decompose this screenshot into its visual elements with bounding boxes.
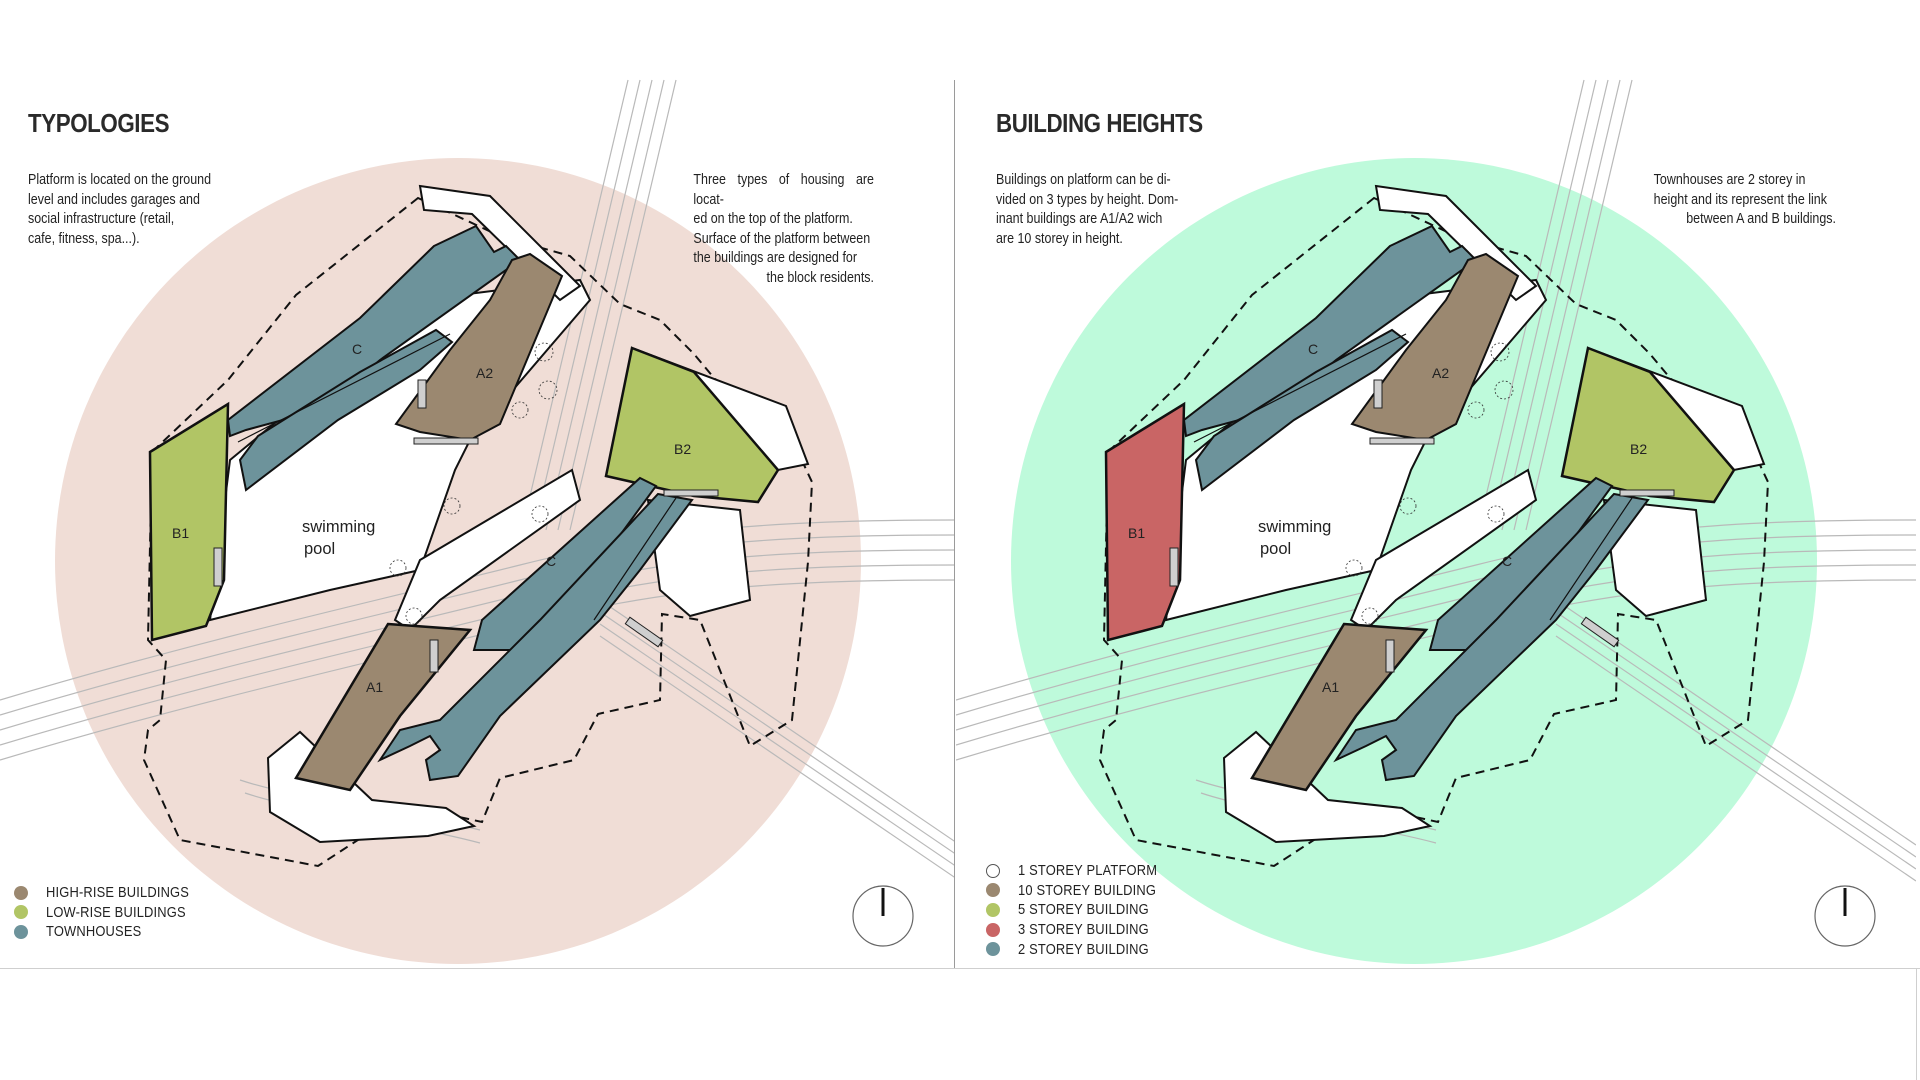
platform-outline — [142, 196, 814, 868]
legend-swatch — [14, 905, 28, 920]
note-line: vided on 3 types by height. Dom- — [996, 191, 1179, 208]
note-line: Buildings on platform can be di- — [996, 172, 1171, 188]
right-edge-rule — [1916, 968, 1917, 1080]
building-b2 — [1560, 346, 1736, 504]
legend-label: 5 STOREY BUILDING — [1018, 901, 1149, 919]
legend-label: 3 STOREY BUILDING — [1018, 921, 1149, 939]
note-left: Platform is located on the ground level … — [28, 171, 231, 249]
panel-title: TYPOLOGIES — [28, 108, 170, 138]
north-arrow-icon — [852, 885, 914, 947]
building-a1 — [1250, 622, 1429, 792]
legend-label: TOWNHOUSES — [46, 923, 142, 941]
legend: 1 STOREY PLATFORM 10 STOREY BUILDING 5 S… — [986, 861, 1180, 959]
building-a1 — [294, 622, 473, 792]
building-a2 — [394, 252, 564, 442]
note-line: Townhouses are 2 storey in — [1653, 172, 1806, 188]
legend-swatch — [986, 922, 1000, 937]
legend-swatch — [986, 942, 1000, 957]
note-right: Three types of housing are locat- ed on … — [693, 171, 874, 288]
legend-swatch — [986, 883, 1000, 898]
legend-item-low-rise: LOW-RISE BUILDINGS — [14, 903, 212, 923]
stair-cores — [1169, 379, 1675, 673]
legend-swatch — [986, 902, 1000, 917]
stair-cores — [213, 379, 719, 673]
note-line: are 10 storey in height. — [996, 230, 1123, 247]
legend-label: 1 STOREY PLATFORM — [1018, 862, 1158, 880]
legend-label: HIGH-RISE BUILDINGS — [46, 884, 190, 902]
label-building-a1: A1 — [1322, 679, 1339, 695]
legend-item-3-storey: 3 STOREY BUILDING — [986, 920, 1180, 940]
label-building-a2: A2 — [1432, 365, 1449, 381]
pool-label-line2: pool — [1260, 540, 1291, 558]
legend: HIGH-RISE BUILDINGS LOW-RISE BUILDINGS T… — [14, 883, 212, 942]
legend-item-townhouses: TOWNHOUSES — [14, 922, 212, 942]
building-b1 — [148, 401, 230, 642]
note-line: level and includes garages and — [28, 191, 200, 208]
legend-item-1-storey: 1 STOREY PLATFORM — [986, 861, 1180, 881]
note-line: Surface of the platform between — [693, 230, 871, 247]
note-line: between A and B buildings. — [1686, 211, 1836, 227]
building-a2 — [1350, 252, 1520, 442]
note-right: Townhouses are 2 storey in height and it… — [1654, 171, 1836, 230]
tree-markers — [1345, 342, 1514, 625]
building-c-south — [1333, 476, 1650, 782]
label-building-b1: B1 — [172, 525, 189, 541]
note-line: ed on the top of the platform. — [693, 211, 853, 227]
building-c-north — [1182, 224, 1478, 492]
building-heights-panel: C A2 B2 B1 C A1 swimming pool BUILDING H… — [956, 0, 1920, 968]
label-building-b2: B2 — [674, 441, 691, 457]
bottom-rule — [0, 968, 1920, 969]
label-building-b2: B2 — [1630, 441, 1647, 457]
typologies-panel: C A2 B2 B1 C A1 swimming pool TYPOLOGIES… — [0, 0, 954, 968]
building-c-south — [377, 476, 694, 782]
site-plan: C A2 B2 B1 C A1 swimming pool — [956, 79, 1916, 964]
pool-label-line2: pool — [304, 540, 335, 558]
building-b1 — [1104, 401, 1186, 642]
legend-item-2-storey: 2 STOREY BUILDING — [986, 939, 1180, 959]
label-building-c-south: C — [546, 553, 556, 569]
legend-swatch — [14, 924, 28, 939]
legend-item-10-storey: 10 STOREY BUILDING — [986, 881, 1180, 901]
label-building-c-north: C — [352, 341, 362, 357]
north-arrow-icon — [1814, 885, 1876, 947]
note-line: height and its represent the link — [1653, 191, 1827, 208]
legend-item-high-rise: HIGH-RISE BUILDINGS — [14, 883, 212, 903]
tree-markers — [389, 342, 558, 625]
panel-divider — [954, 80, 955, 968]
building-b2 — [604, 346, 780, 504]
legend-label: 2 STOREY BUILDING — [1018, 940, 1149, 958]
note-line: the buildings are designed for — [693, 250, 858, 266]
note-line: social infrastructure (retail, — [28, 211, 175, 227]
pool-label-line1: swimming — [1258, 518, 1331, 536]
label-building-a1: A1 — [366, 679, 383, 695]
panel-title: BUILDING HEIGHTS — [996, 108, 1203, 138]
building-c-north — [226, 224, 522, 492]
label-building-c-south: C — [1502, 553, 1512, 569]
legend-label: LOW-RISE BUILDINGS — [46, 903, 186, 921]
legend-swatch — [986, 863, 1000, 878]
legend-swatch — [14, 885, 28, 900]
note-line: cafe, fitness, spa...). — [28, 230, 140, 247]
platform-outline — [1098, 196, 1770, 868]
note-line: Three types of housing are locat- — [693, 172, 874, 208]
pool-label-line1: swimming — [302, 518, 375, 536]
label-building-a2: A2 — [476, 365, 493, 381]
legend-item-5-storey: 5 STOREY BUILDING — [986, 900, 1180, 920]
site-plan: C A2 B2 B1 C A1 swimming pool — [0, 79, 954, 964]
legend-label: 10 STOREY BUILDING — [1018, 881, 1157, 899]
label-building-b1: B1 — [1128, 525, 1145, 541]
note-line: Platform is located on the ground — [28, 172, 212, 188]
label-building-c-north: C — [1308, 341, 1318, 357]
note-left: Buildings on platform can be di- vided o… — [996, 171, 1189, 249]
note-line: the block residents. — [766, 269, 874, 286]
note-line: inant buildings are A1/A2 wich — [996, 211, 1163, 227]
